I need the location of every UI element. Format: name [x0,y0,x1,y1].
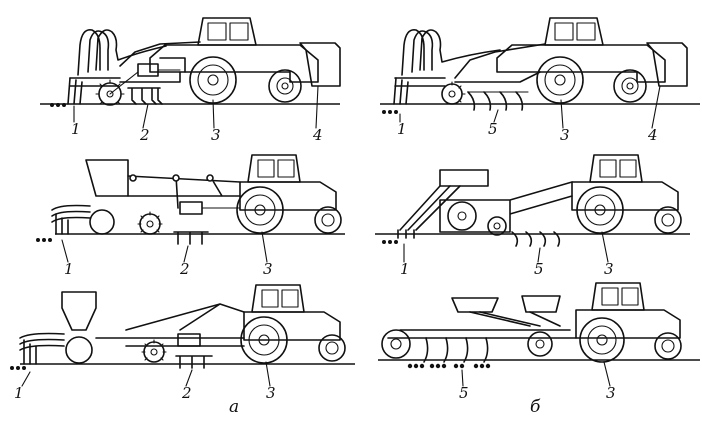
label-3: 3 [560,126,570,144]
tractor-body [239,181,337,211]
label-1: 1 [14,384,24,402]
tractor-rear-wheel [189,56,237,104]
seed-dots [407,363,491,369]
seed-hopper-front [451,297,499,313]
implement-frame [399,181,573,233]
tractor-front-wheel [654,206,682,234]
seed-hopper-rear [521,295,561,313]
hopper-4 [646,42,688,87]
tines-1 [393,77,409,105]
label-5: 5 [459,384,469,402]
label-3: 3 [211,126,221,144]
seed-hopper [439,169,489,187]
seed-tubes-5 [511,231,561,247]
implement-frame [454,43,546,83]
tines-2 [175,355,213,369]
seed-hopper [61,291,97,331]
label-4: 4 [647,126,658,144]
tractor-body [575,309,681,339]
label-1: 1 [71,120,81,138]
label-1: 1 [400,260,410,278]
implement-frame [127,175,241,209]
tractor-front-wheel [318,334,346,362]
press-wheel [381,329,411,359]
label-3: 3 [604,260,614,278]
label-5: 5 [534,260,544,278]
panel-b2: 1 5 3 [375,154,690,278]
rear-drill-wheel [527,331,553,357]
panel-b3: 5 3 [378,282,700,402]
tractor-body [243,311,341,341]
hose-coils [19,332,65,351]
label-2: 2 [181,384,192,402]
gearbox [177,333,201,347]
tines-1 [397,229,415,239]
caption-b: б [530,397,541,417]
roller [65,336,93,364]
tractor-front-wheel [654,332,682,360]
tines-1 [55,213,69,235]
panel-a2: 1 2 3 [36,154,345,278]
tractor-front-wheel [268,69,302,103]
label-4: 4 [312,126,323,144]
implement-frame [387,311,577,339]
rotor [487,216,507,236]
label-2: 2 [179,260,190,278]
label-3: 3 [263,260,273,278]
drill-wheel [447,201,477,231]
gearbox [179,201,203,215]
gearbox [137,63,159,77]
tines-1 [67,77,83,105]
label-3: 3 [266,384,276,402]
hopper-4 [299,42,341,87]
rotor [139,213,161,235]
hose-coils [51,204,91,223]
rotor [441,83,463,105]
tractor-body [149,44,319,83]
tractor-rear-wheel [579,317,625,363]
caption-a: а [229,397,239,417]
seed-hopper [85,159,129,197]
seed-tubes-5 [423,337,489,363]
hose-coils [401,28,501,76]
tractor-front-wheel [314,206,342,234]
label-1: 1 [397,120,407,138]
seed-tubes-5 [467,91,524,111]
implement-frame [95,303,245,347]
tines-2 [127,87,163,105]
tines-2 [173,231,209,245]
panel-a3: 1 2 3 [10,284,355,402]
hose-coils [77,28,167,76]
label-2: 2 [139,126,150,144]
rotor [143,341,165,363]
implement-frame [119,41,201,83]
tractor-rear-wheel [576,186,624,234]
label-1: 1 [64,260,74,278]
tractor-body [496,44,666,83]
roller [89,209,115,235]
tractor-front-wheel [613,69,647,103]
tractor-cab [197,17,257,46]
tractor-body [571,181,679,211]
label-3: 3 [606,384,616,402]
tractor-rear-wheel [536,56,584,104]
panel-b1: 1 5 3 4 [380,17,700,144]
tractor-cab [544,17,604,46]
tractor-rear-wheel [236,186,284,234]
tractor-rear-wheel [240,316,288,364]
label-5: 5 [488,120,498,138]
tines-1 [23,339,37,365]
panel-a1: 1 2 3 4 [40,17,341,144]
